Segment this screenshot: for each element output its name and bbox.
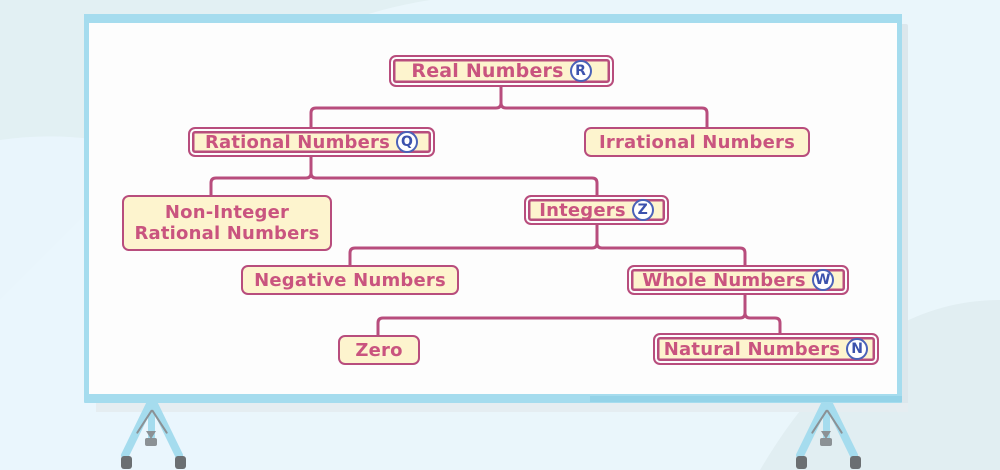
node-label-wrap: Whole Numbers W [642,269,834,291]
edge-whole-natural [743,291,782,337]
node-text: Rational Numbers [204,131,391,153]
tripod-arrow-icon [821,431,831,439]
symbol-z-icon: Z [631,199,654,221]
node-text: Irrational Numbers [598,131,796,153]
tripod-post [148,400,155,442]
node-natural-numbers[interactable]: Natural Numbers N [653,333,879,365]
node-text: Natural Numbers [663,338,841,360]
node-label-wrap: Natural Numbers N [663,338,869,360]
edge-real-rational [309,83,503,129]
node-text: Whole Numbers [642,269,806,291]
node-negative-numbers[interactable]: Negative Numbers [241,265,459,295]
node-text: Negative Numbers [254,269,446,291]
node-whole-numbers[interactable]: Whole Numbers W [627,265,849,295]
node-label-wrap: Negative Numbers [254,270,446,291]
tripod-foot-left [121,456,132,469]
edge-rational-integers [309,151,599,197]
edge-integers-negative [348,221,599,267]
edge-real-irrational [499,83,709,129]
edge-whole-zero [376,291,747,337]
tripod-cap [820,438,832,446]
node-integers[interactable]: Integers Z [524,195,669,225]
node-label-wrap: Zero [355,340,402,361]
node-non-integer-rational-numbers[interactable]: Non-Integer Rational Numbers [122,195,332,251]
symbol-r-icon: R [569,60,592,82]
tripod-arrow-icon [146,431,156,439]
edge-integers-whole [595,221,747,267]
tripod-foot-right [850,456,861,469]
node-label-wrap: Irrational Numbers [599,132,795,153]
symbol-w-icon: W [811,269,834,291]
symbol-n-icon: N [846,338,869,360]
node-label-wrap: Integers Z [539,199,654,221]
node-zero[interactable]: Zero [338,335,420,365]
whiteboard-rail-highlight [590,396,902,402]
node-label-wrap: Rational Numbers Q [204,131,419,153]
tripod-foot-left [796,456,807,469]
node-text-line2: Rational Numbers [134,223,320,244]
node-real-numbers[interactable]: Real Numbers R [389,55,614,87]
node-text: Integers [539,199,626,221]
node-rational-numbers[interactable]: Rational Numbers Q [188,127,435,157]
board-rail-base [96,403,908,412]
node-text: Zero [355,339,403,361]
node-text-line1: Non-Integer [164,201,290,223]
edge-rational-noninteger [209,151,313,197]
tripod-cap [145,438,157,446]
node-text: Real Numbers [411,60,564,82]
tripod-post [823,400,830,442]
symbol-q-icon: Q [396,131,419,153]
number-classification-diagram: Real Numbers R Rational Numbers Q Irrati… [89,23,897,394]
whiteboard-bottom-rail [84,394,902,403]
node-label-wrap: Real Numbers R [411,60,592,82]
tripod-foot-right [175,456,186,469]
node-irrational-numbers[interactable]: Irrational Numbers [584,127,810,157]
